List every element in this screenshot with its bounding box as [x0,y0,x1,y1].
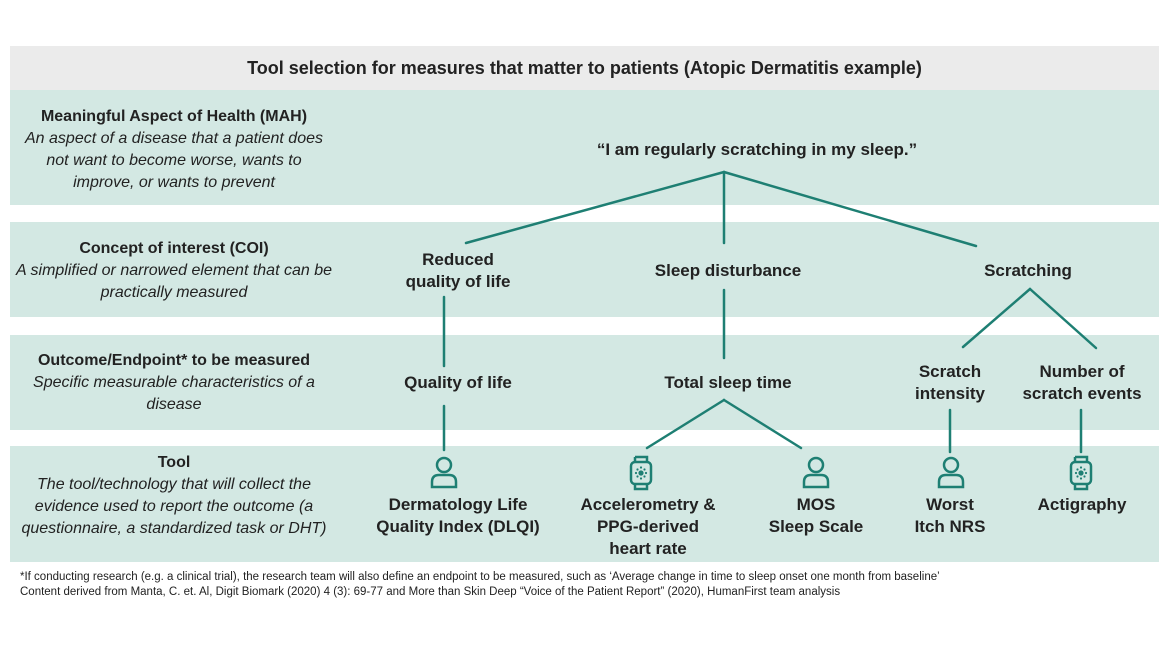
tool-mos-line1: MOS [796,495,836,514]
title-band: Tool selection for measures that matter … [10,46,1159,90]
mah-quote-node: “I am regularly scratching in my sleep.” [596,140,918,159]
tool-nrs-line1: Worst [926,495,974,514]
tool-row-label: Tool The tool/technology that will colle… [14,452,334,540]
mah-row-label: Meaningful Aspect of Health (MAH) An asp… [14,106,334,194]
outcome-node-sleep-time: Total sleep time [664,373,792,392]
footnote-endpoint: *If conducting research (e.g. a clinical… [20,571,940,583]
person-icon [802,456,830,489]
tool-node-nrs: Worst Itch NRS [915,494,986,538]
coi-heading: Concept of interest (COI) [79,240,269,257]
outcome-events-line2: scratch events [1022,384,1142,403]
person-icon [430,456,458,489]
coi-node-sleep: Sleep disturbance [654,261,802,280]
outcome-events-line1: Number of [1039,362,1125,381]
tool-dlqi-line1: Dermatology Life [388,495,528,514]
tool-mos-line2: Sleep Scale [768,517,864,536]
outcome-node-quality: Quality of life [404,373,512,392]
tool-node-actigraphy: Actigraphy [1037,495,1127,514]
mah-description: An aspect of a disease that a patient do… [25,130,323,191]
tool-accel-line3: heart rate [609,539,687,558]
smartwatch-icon [1069,455,1093,491]
tool-dlqi-line2: Quality Index (DLQI) [376,517,540,536]
outcome-intensity-line2: intensity [915,384,985,403]
tool-accel-line2: PPG-derived [596,517,700,536]
tool-node-dlqi: Dermatology Life Quality Index (DLQI) [376,494,539,538]
coi-quality-line2: quality of life [405,272,511,291]
outcome-row-band [10,335,1159,430]
person-icon [937,456,965,489]
tool-node-accelerometry: Accelerometry & PPG-derived heart rate [580,494,715,560]
coi-description: A simplified or narrowed element that ca… [15,262,332,301]
coi-node-scratching: Scratching [984,261,1072,280]
tool-accel-line1: Accelerometry & [580,495,716,514]
coi-quality-line1: Reduced [422,250,494,269]
outcome-intensity-line1: Scratch [918,362,982,381]
tool-heading: Tool [157,454,191,471]
outcome-node-intensity: Scratch intensity [915,361,985,405]
coi-node-quality: Reduced quality of life [406,249,511,293]
coi-row-label: Concept of interest (COI) A simplified o… [14,238,334,304]
tool-description: The tool/technology that will collect th… [21,476,327,537]
footnote-sources: Content derived from Manta, C. et. Al, D… [20,586,841,598]
tool-nrs-line2: Itch NRS [914,517,986,536]
smartwatch-icon [629,455,653,491]
tool-node-mos: MOS Sleep Scale [769,494,864,538]
outcome-node-events: Number of scratch events [1022,361,1141,405]
outcome-row-label: Outcome/Endpoint* to be measured Specifi… [14,350,334,416]
tool-row-band [10,446,1159,562]
diagram-title: Tool selection for measures that matter … [247,58,922,78]
outcome-description: Specific measurable characteristics of a… [33,374,315,413]
mah-heading: Meaningful Aspect of Health (MAH) [40,108,308,125]
outcome-heading: Outcome/Endpoint* to be measured [37,352,311,369]
